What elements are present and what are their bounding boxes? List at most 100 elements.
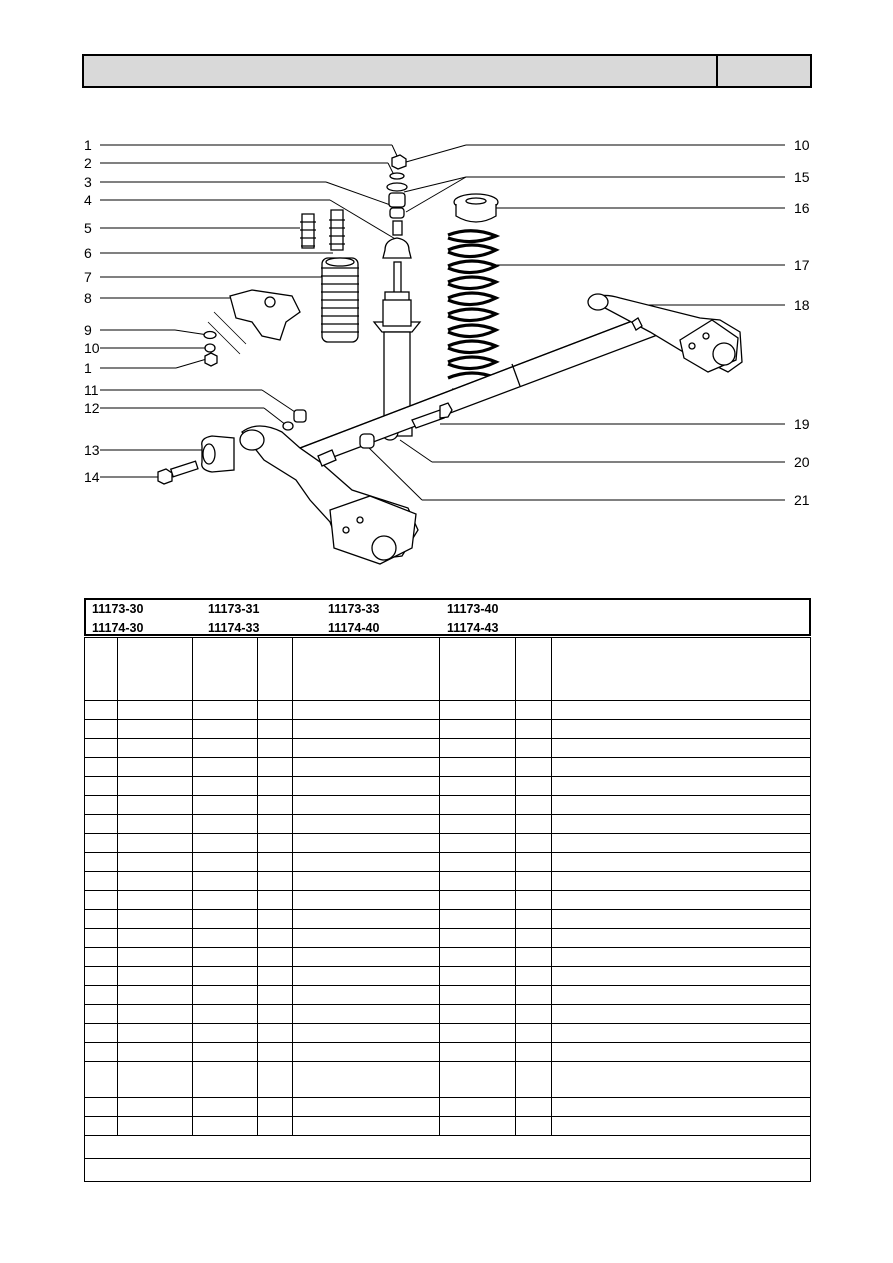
table-cell [192,700,258,720]
bushing-icon [359,433,375,449]
table-cell [257,985,293,1005]
bolt-head-icon [157,468,173,485]
table-cell [117,757,193,777]
model-code: 11174-33 [208,621,260,635]
table-cell [192,909,258,929]
table-cell [257,1042,293,1062]
right-callouts: 10 15 16 17 18 19 20 21 [794,137,810,508]
table-row [84,757,811,777]
table-cell [439,871,516,891]
table-cell [257,909,293,929]
table-cell [84,985,118,1005]
table-cell [515,738,552,758]
table-cell [257,637,293,701]
table-cell [515,1116,552,1136]
table-cell [117,1023,193,1043]
table-cell [515,700,552,720]
callout-label: 8 [84,290,92,306]
table-cell [84,871,118,891]
table-cell [192,1023,258,1043]
table-cell [439,757,516,777]
table-header-row [84,637,811,701]
table-cell [117,719,193,739]
callout-label: 2 [84,155,92,171]
table-cell [192,795,258,815]
washer-icon [204,343,216,353]
table-cell [292,795,440,815]
table-cell [551,814,811,834]
table-row [84,700,811,720]
table-cell [257,719,293,739]
table-cell [551,637,811,701]
table-cell [439,814,516,834]
callout-label: 3 [84,174,92,190]
bushing-icon [389,207,405,219]
table-row [84,1042,811,1062]
table-cell [192,928,258,948]
table-cell [515,1023,552,1043]
table-cell [192,1042,258,1062]
table-cell [439,738,516,758]
callout-label: 15 [794,169,810,185]
table-cell [192,719,258,739]
table-cell [551,700,811,720]
parts-table [84,637,811,1182]
table-row [84,947,811,967]
washer-icon [389,172,405,180]
rear-suspension-diagram: 1 2 3 4 5 6 7 8 9 10 1 11 12 13 14 10 15… [84,137,810,565]
table-cell [292,757,440,777]
washer-icon [203,330,217,340]
model-code: 11174-40 [328,621,380,635]
table-cell [292,890,440,910]
table-cell [257,947,293,967]
callout-label: 11 [84,382,99,398]
table-cell [257,890,293,910]
table-cell [515,1042,552,1062]
table-cell [515,757,552,777]
table-cell [84,909,118,929]
table-cell [551,757,811,777]
table-row [84,738,811,758]
table-cell [192,757,258,777]
table-cell [84,947,118,967]
table-cell [551,890,811,910]
table-row [84,719,811,739]
table-cell [257,1004,293,1024]
table-cell [515,833,552,853]
table-cell [117,1097,193,1117]
table-cell [515,985,552,1005]
table-cell [515,1097,552,1117]
table-cell [551,966,811,986]
table-row [84,909,811,929]
coil-spring-icon [447,229,501,392]
table-cell [515,852,552,872]
table-cell [257,833,293,853]
page-number-box [716,56,810,86]
table-cell [515,871,552,891]
table-row [84,1158,811,1182]
callout-label: 4 [84,192,92,208]
table-cell [292,909,440,929]
table-cell [192,1004,258,1024]
table-row [84,814,811,834]
table-cell [117,833,193,853]
table-cell [117,1004,193,1024]
table-cell [117,928,193,948]
table-cell [292,814,440,834]
table-cell [117,795,193,815]
table-cell [84,814,118,834]
table-cell [192,947,258,967]
hub-mount-icon [712,342,736,366]
table-cell [257,757,293,777]
table-cell [117,1042,193,1062]
table-cell [439,795,516,815]
table-cell [84,757,118,777]
callout-label: 12 [84,400,100,416]
table-cell [257,776,293,796]
table-cell [515,719,552,739]
table-cell [515,1061,552,1098]
shock-body-icon [383,331,411,421]
table-cell [84,738,118,758]
table-cell [551,1023,811,1043]
callout-label: 19 [794,416,810,432]
